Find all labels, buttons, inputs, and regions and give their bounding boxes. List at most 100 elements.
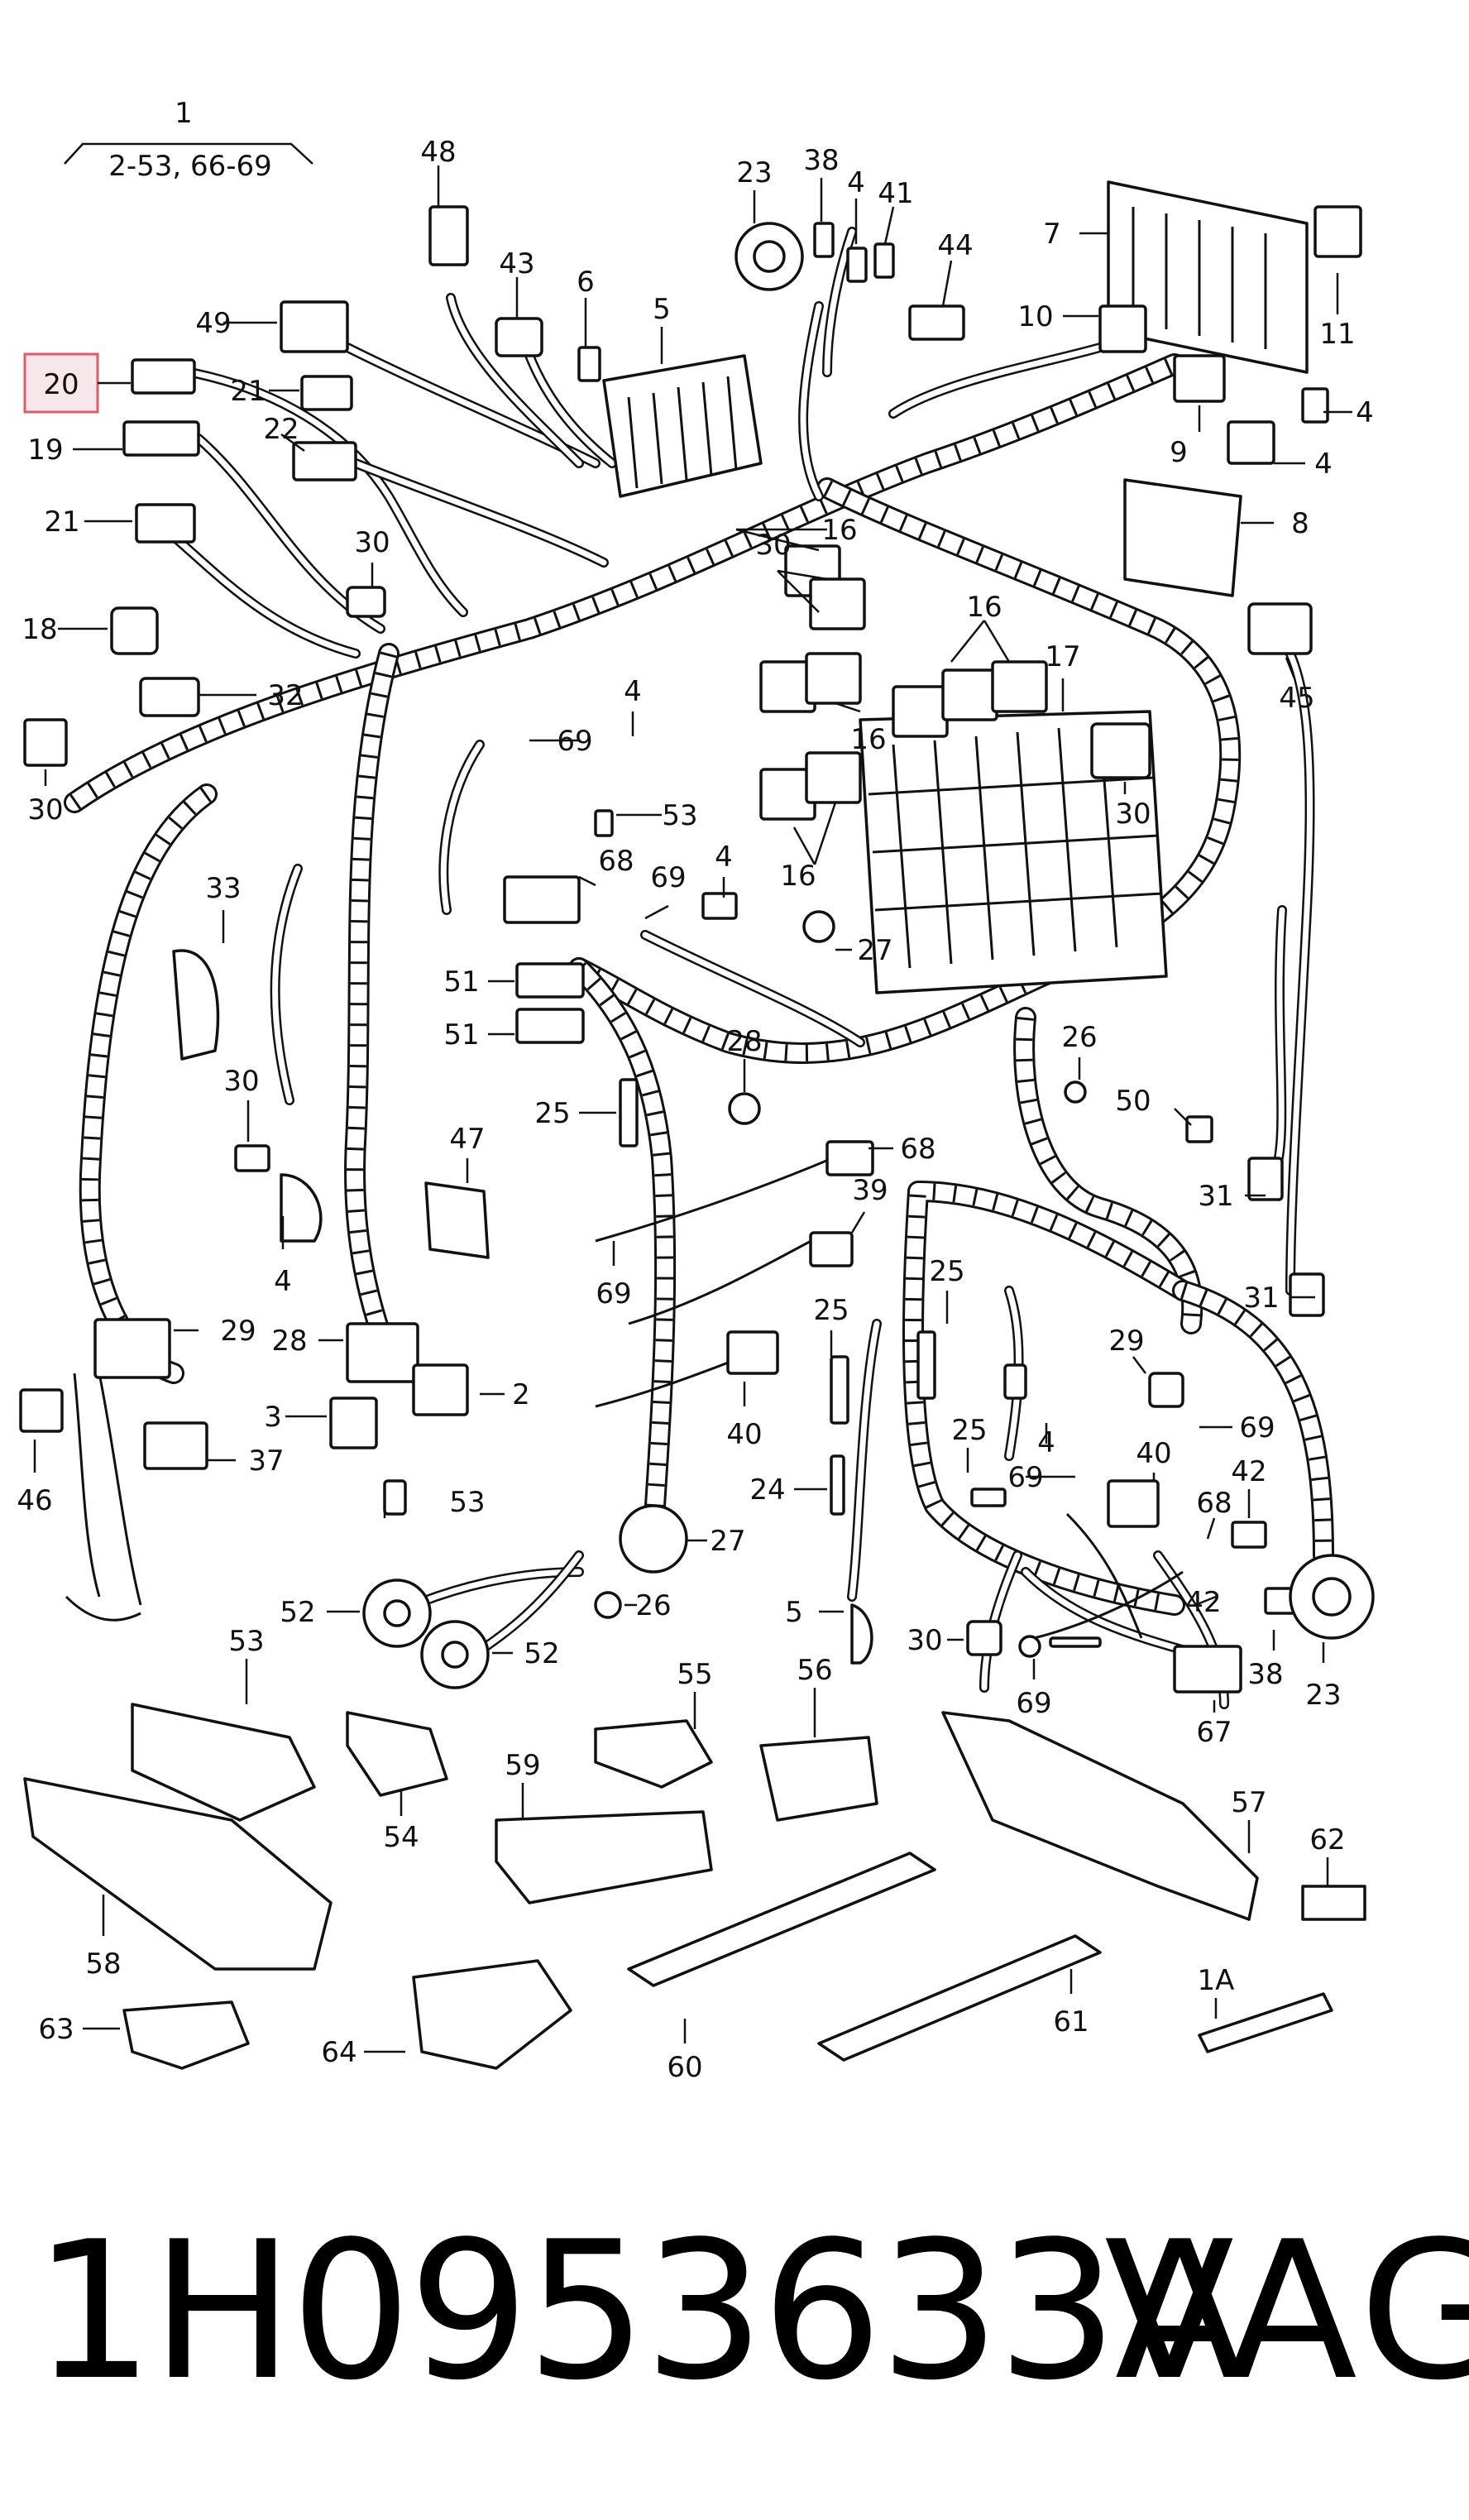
callout-30-b[interactable]: 28: [726, 1025, 762, 1058]
callout-63[interactable]: 62: [1309, 1823, 1345, 1856]
callout-30-d[interactable]: 30: [907, 1624, 942, 1657]
callout-21-a[interactable]: 21: [230, 375, 266, 408]
callout-34-b[interactable]: 31: [1243, 1282, 1279, 1315]
callout-4-top[interactable]: 4: [847, 166, 865, 199]
callout-51-b[interactable]: 51: [443, 1018, 479, 1052]
callout-61[interactable]: 60: [667, 2051, 702, 2084]
callout-41-top[interactable]: 41: [878, 177, 913, 210]
callout-8[interactable]: 4: [1314, 448, 1333, 481]
callout-12[interactable]: 8: [1291, 507, 1309, 540]
callout-42[interactable]: 42: [1185, 1586, 1221, 1619]
callout-16-b[interactable]: 16: [966, 591, 1002, 624]
callout-37[interactable]: 37: [248, 1444, 284, 1478]
callout-6[interactable]: 4: [274, 1265, 292, 1298]
callout-4-c[interactable]: 4: [715, 841, 733, 874]
callout-69-b[interactable]: 69: [650, 861, 686, 894]
callout-50[interactable]: 50: [1115, 1085, 1151, 1118]
callout-30-c[interactable]: 29: [1108, 1325, 1144, 1358]
callout-24[interactable]: 24: [749, 1473, 785, 1507]
callout-59[interactable]: 58: [85, 1947, 121, 1981]
callout-68-a[interactable]: 68: [900, 1133, 935, 1166]
callout-25-a[interactable]: 25: [534, 1097, 570, 1130]
callout-69-a[interactable]: 69: [557, 725, 592, 758]
callout-35-a[interactable]: 32: [267, 679, 303, 712]
callout-40-a[interactable]: 40: [726, 1418, 762, 1451]
callout-68-b[interactable]: 68: [1196, 1487, 1232, 1520]
callout-10[interactable]: 6: [577, 266, 595, 299]
callout-45[interactable]: 45: [1279, 682, 1314, 715]
callout-67[interactable]: 68: [598, 845, 634, 878]
callout-22[interactable]: 22: [263, 413, 299, 446]
callout-46[interactable]: 46: [17, 1484, 52, 1517]
callout-14[interactable]: 10: [1017, 300, 1053, 333]
callout-16-c[interactable]: 16: [850, 723, 886, 756]
callout-9[interactable]: 5: [653, 293, 671, 326]
callout-65[interactable]: 64: [321, 2036, 356, 2069]
callout-2[interactable]: 2: [512, 1378, 530, 1411]
callout-36[interactable]: 33: [205, 872, 241, 905]
callout-23-b[interactable]: 23: [1305, 1679, 1341, 1712]
callout-52-a[interactable]: 52: [280, 1596, 315, 1629]
callout-69-d[interactable]: 69: [1239, 1411, 1275, 1444]
callout-31[interactable]: 30: [1115, 798, 1151, 831]
callout-3[interactable]: 3: [264, 1401, 282, 1434]
callout-11[interactable]: 7: [1043, 218, 1061, 251]
callout-43[interactable]: 43: [499, 247, 534, 280]
callout-58[interactable]: 57: [1231, 1786, 1266, 1819]
callout-7[interactable]: 4: [1356, 396, 1374, 429]
callout-55[interactable]: 54: [383, 1821, 419, 1854]
callout-40-b[interactable]: 40: [1136, 1437, 1171, 1470]
callout-17[interactable]: 17: [1045, 640, 1080, 673]
callout-15[interactable]: 11: [1319, 318, 1355, 351]
callout-4-b[interactable]: 4: [624, 675, 642, 708]
callout-21-b[interactable]: 21: [44, 505, 79, 539]
callout-60[interactable]: 59: [505, 1749, 540, 1782]
callout-38-b[interactable]: 38: [1247, 1658, 1283, 1691]
callout-25-c[interactable]: 25: [813, 1294, 849, 1327]
callout-32[interactable]: 30: [755, 529, 791, 562]
callout-62[interactable]: 61: [1053, 2005, 1089, 2039]
callout-53-b[interactable]: 53: [449, 1486, 485, 1519]
callout-28[interactable]: 28: [271, 1325, 307, 1358]
callout-29[interactable]: 29: [220, 1315, 256, 1348]
callout-51-a[interactable]: 51: [443, 965, 479, 999]
callout-16-a[interactable]: 16: [821, 514, 857, 547]
callout-57[interactable]: 56: [797, 1654, 832, 1687]
callout-13[interactable]: 9: [1170, 436, 1188, 469]
highlighted-callout[interactable]: 20: [23, 352, 131, 414]
highlight-box: [23, 352, 99, 414]
callout-26-b[interactable]: 26: [635, 1589, 671, 1622]
callout-16-d[interactable]: 16: [780, 860, 816, 893]
callout-64[interactable]: 63: [38, 2013, 74, 2046]
callout-69-f[interactable]: 69: [1016, 1687, 1051, 1720]
callout-33-a[interactable]: 30: [354, 526, 390, 559]
callout-49[interactable]: 49: [195, 307, 231, 340]
callout-25-d[interactable]: 25: [951, 1414, 987, 1447]
callout-25-b[interactable]: 25: [929, 1255, 964, 1288]
callout-4-d[interactable]: 4: [1037, 1426, 1055, 1459]
callout-41-b[interactable]: 42: [1231, 1455, 1266, 1488]
callout-48[interactable]: 48: [420, 136, 456, 169]
callout-52-b[interactable]: 52: [524, 1637, 559, 1670]
callout-44[interactable]: 44: [937, 229, 973, 262]
callout-53-a[interactable]: 53: [662, 799, 697, 832]
callout-69-e[interactable]: 69: [1007, 1461, 1043, 1494]
callout-26-a[interactable]: 26: [1061, 1021, 1097, 1054]
callout-18[interactable]: 18: [22, 613, 57, 646]
callout-27[interactable]: 27: [710, 1525, 745, 1558]
callout-33-b[interactable]: 30: [223, 1065, 259, 1098]
callout-56[interactable]: 55: [677, 1658, 712, 1691]
callout-38-top[interactable]: 38: [803, 144, 839, 177]
callout-30-a[interactable]: 27: [857, 934, 892, 967]
callout-66[interactable]: 67: [1196, 1716, 1232, 1749]
callout-19[interactable]: 19: [27, 434, 63, 467]
callout-34-a[interactable]: 30: [27, 793, 63, 826]
callout-54[interactable]: 53: [228, 1625, 264, 1658]
callout-69-c[interactable]: 69: [596, 1277, 631, 1310]
callout-5[interactable]: 5: [785, 1596, 803, 1629]
callout-23-top[interactable]: 23: [736, 156, 772, 189]
callout-35-b[interactable]: 31: [1198, 1180, 1233, 1213]
callout-39[interactable]: 39: [852, 1174, 888, 1207]
callout-1A[interactable]: 1A: [1198, 1964, 1235, 1997]
callout-47[interactable]: 47: [449, 1123, 485, 1156]
